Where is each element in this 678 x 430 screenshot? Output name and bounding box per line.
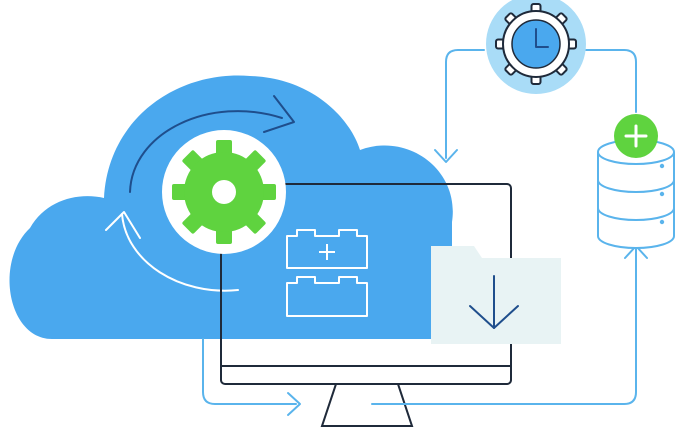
gear-icon bbox=[162, 130, 286, 254]
sync-arrows-icon bbox=[105, 95, 295, 292]
gear-tooth bbox=[216, 140, 232, 156]
connection-lines bbox=[202, 49, 648, 416]
building-blocks-icon bbox=[286, 229, 368, 317]
clock-gear-icon bbox=[486, 0, 586, 94]
folder-download-icon bbox=[431, 246, 561, 344]
gear-tooth bbox=[172, 184, 188, 200]
gear-tooth bbox=[260, 184, 276, 200]
database-add-icon bbox=[597, 114, 675, 249]
gear-tooth bbox=[216, 228, 232, 244]
